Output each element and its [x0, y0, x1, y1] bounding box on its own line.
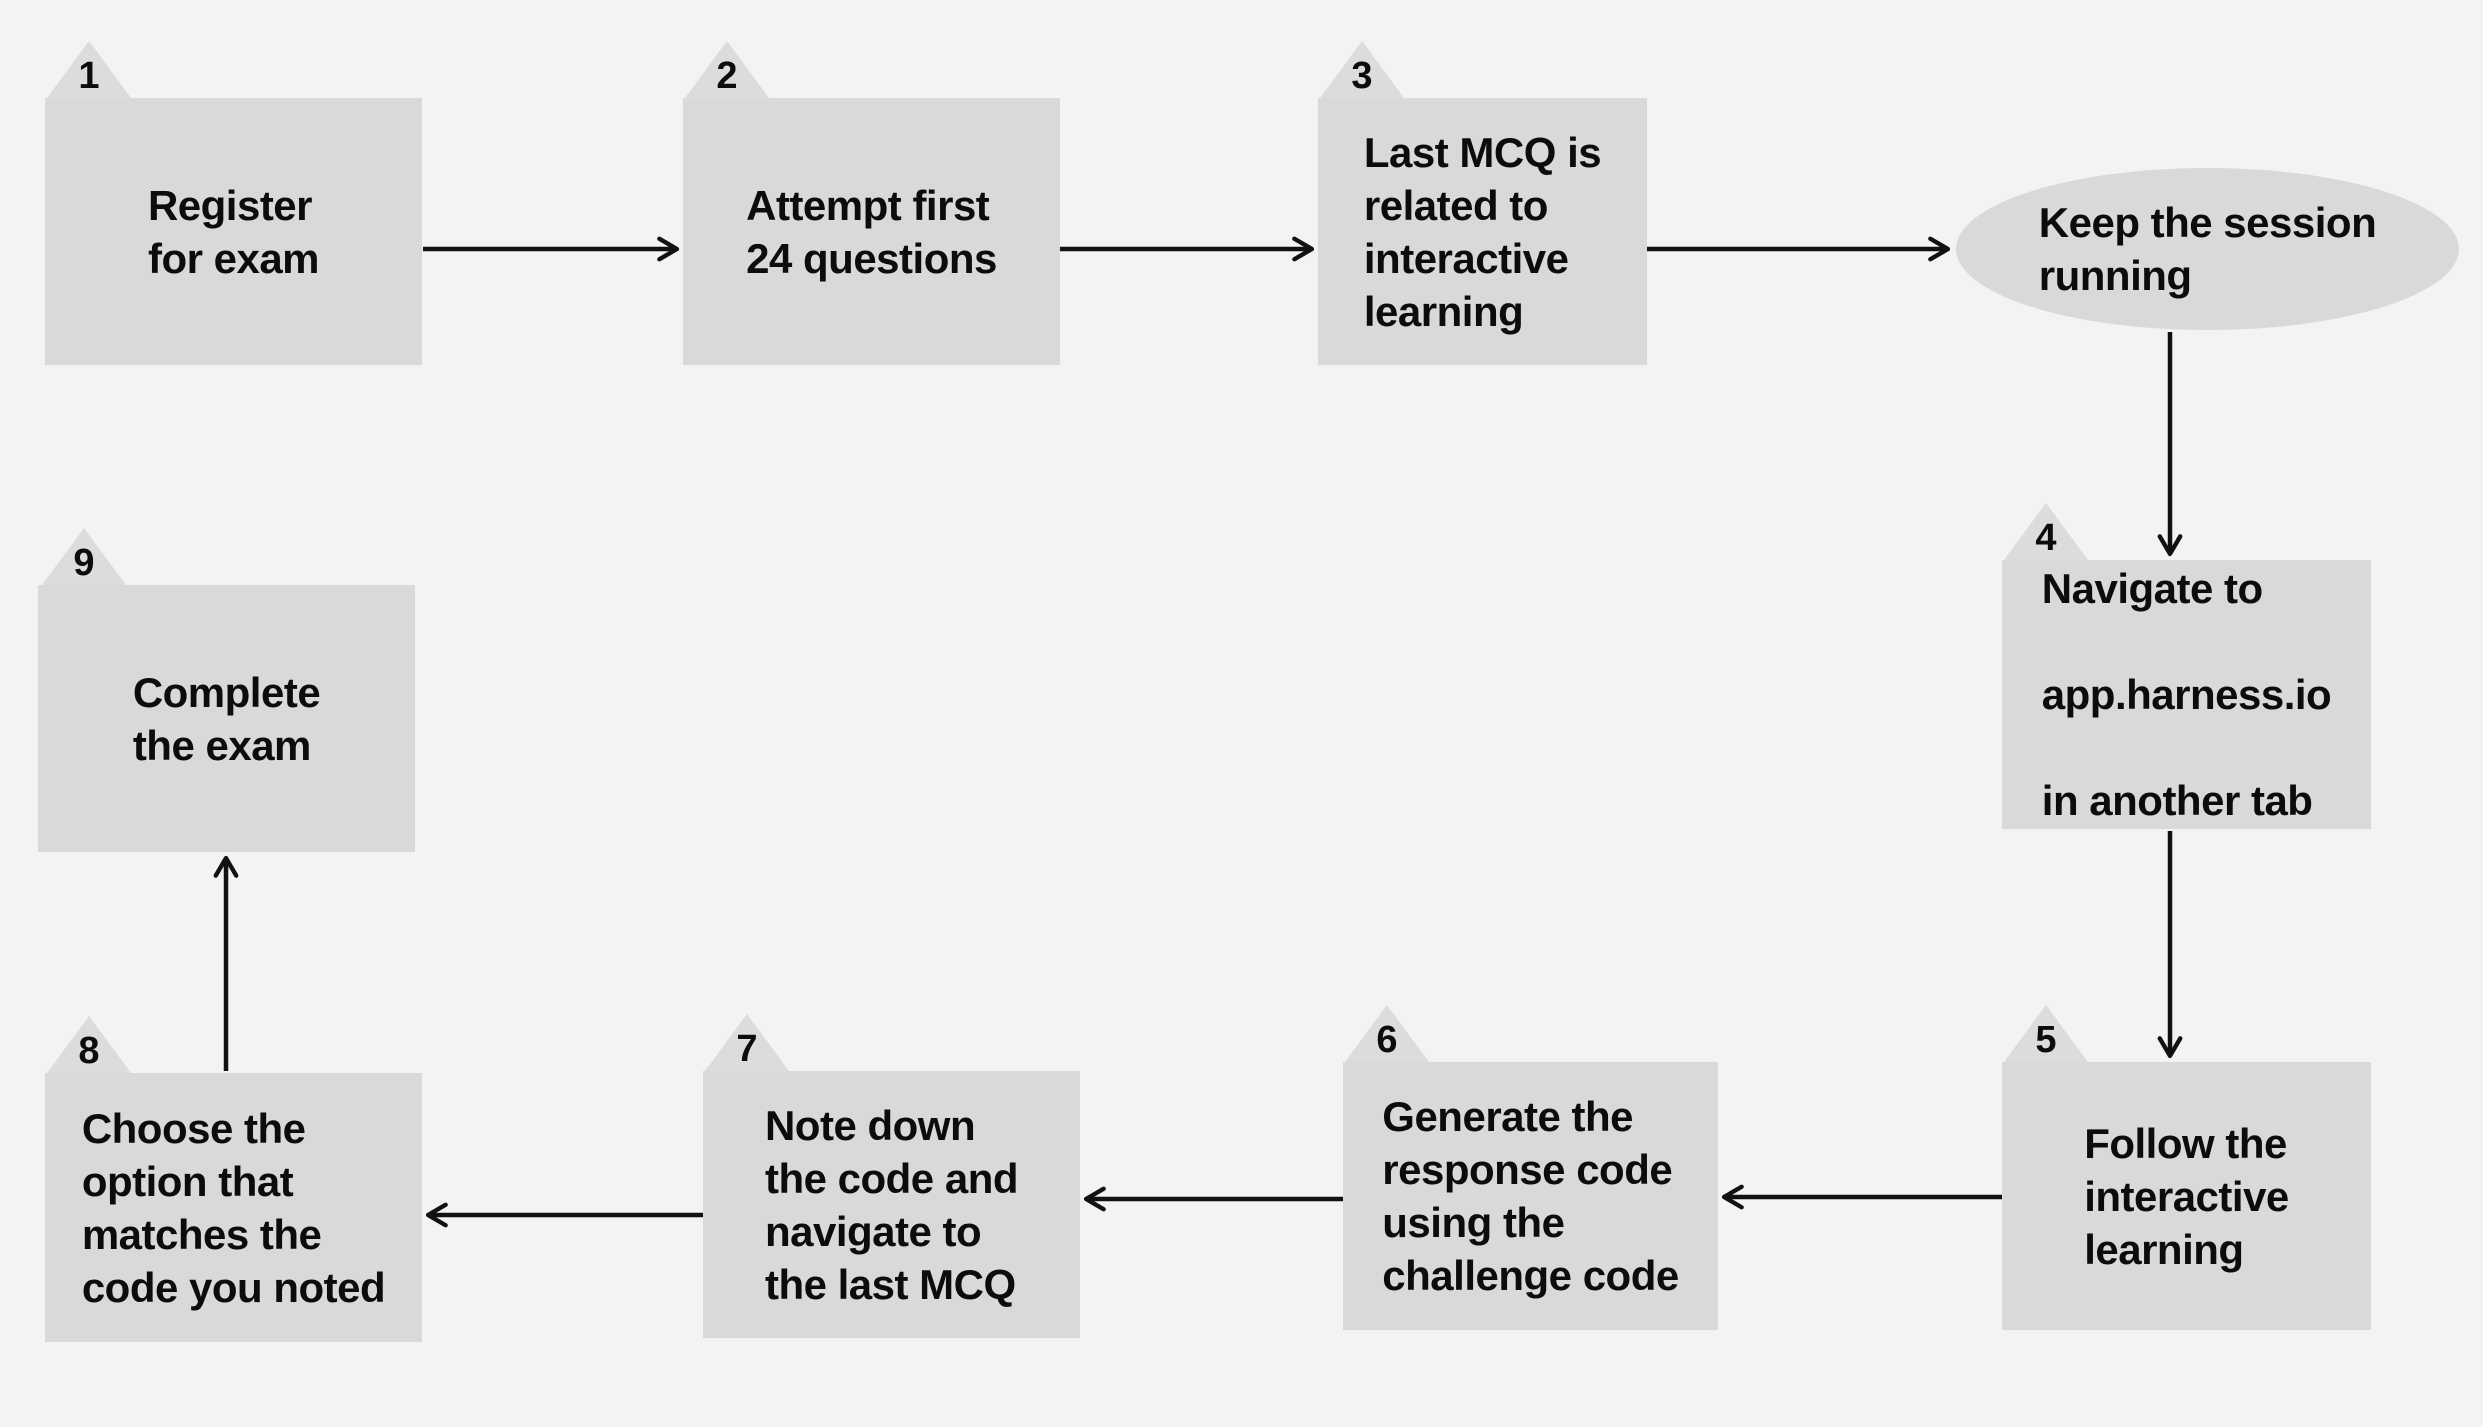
step-9-box: Complete the exam: [38, 585, 415, 852]
step-7-box: Note down the code and navigate to the l…: [703, 1071, 1080, 1338]
step-5-number-marker: 5: [2004, 1005, 2088, 1062]
step-8-number: 8: [78, 1030, 100, 1072]
step-6-box: Generate the response code using the cha…: [1343, 1062, 1718, 1330]
step-5-box: Follow the interactive learning: [2002, 1062, 2371, 1330]
step-3-number: 3: [1351, 55, 1373, 97]
step-8-box: Choose the option that matches the code …: [45, 1073, 422, 1342]
step-4-line-3: in another tab: [2041, 777, 2313, 824]
step-4-line-2: app.harness.io: [2041, 671, 2332, 718]
step-1-box: Register for exam: [45, 98, 422, 365]
step-9-label: Complete the exam: [132, 668, 321, 769]
step-5-number: 5: [2035, 1019, 2057, 1061]
step-4-number: 4: [2035, 517, 2057, 559]
step-2-box: Attempt first 24 questions: [683, 98, 1060, 365]
step-2-number-marker: 2: [685, 41, 769, 98]
step-9-number-marker: 9: [42, 528, 126, 585]
step-5-label: Follow the interactive learning: [2084, 1119, 2289, 1273]
step-6-number: 6: [1376, 1019, 1398, 1061]
step-4-box: Navigate to app.harness.io in another ta…: [2002, 560, 2371, 829]
step-8-number-marker: 8: [47, 1016, 131, 1073]
step-9-number: 9: [73, 542, 95, 584]
step-7-label: Note down the code and navigate to the l…: [764, 1101, 1019, 1308]
step-4-line-1: Navigate to: [2041, 565, 2263, 612]
step-1-number: 1: [78, 55, 100, 97]
step-8-label: Choose the option that matches the code …: [81, 1104, 386, 1311]
step-1-label: Register for exam: [147, 181, 320, 282]
step-2-number: 2: [716, 55, 738, 97]
step-7-number: 7: [736, 1028, 758, 1070]
step-3-label: Last MCQ is related to interactive learn…: [1363, 128, 1602, 335]
step-3-number-marker: 3: [1320, 41, 1404, 98]
step-6-label: Generate the response code using the cha…: [1382, 1093, 1679, 1299]
terminator-keep-session-running: Keep the session running: [1956, 168, 2459, 330]
step-7-number-marker: 7: [705, 1014, 789, 1071]
step-1-number-marker: 1: [47, 41, 131, 98]
step-6-number-marker: 6: [1345, 1005, 1429, 1062]
step-4-label: Navigate to app.harness.io in another ta…: [2041, 509, 2332, 880]
step-3-box: Last MCQ is related to interactive learn…: [1318, 98, 1647, 365]
terminator-label: Keep the session running: [2038, 199, 2377, 299]
step-2-label: Attempt first 24 questions: [746, 181, 997, 282]
